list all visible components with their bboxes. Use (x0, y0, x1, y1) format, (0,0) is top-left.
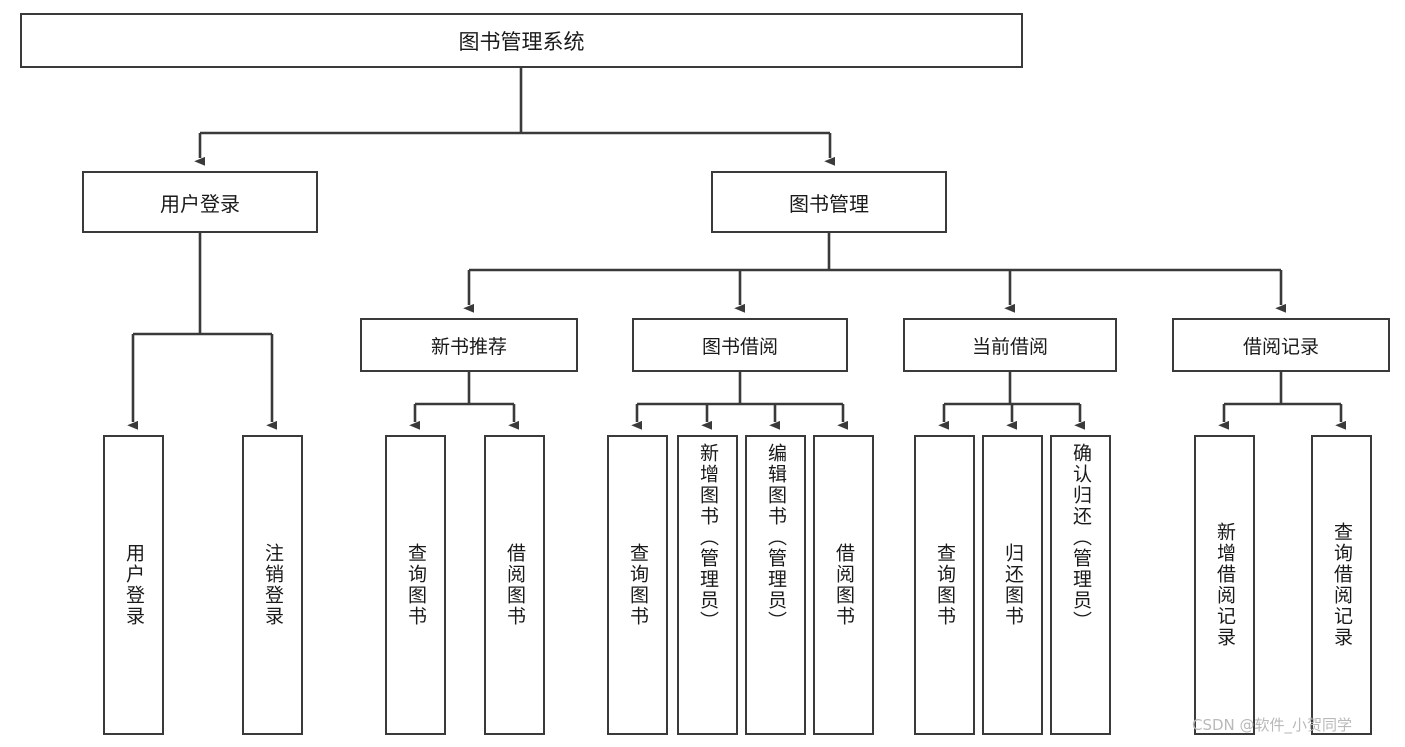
node-label: 图书管理 (789, 191, 869, 216)
node-label: 查询借阅记录 (1331, 522, 1353, 648)
leaf-add-borrow-record[interactable]: 新增借阅记录 (1194, 435, 1255, 735)
node-book-management[interactable]: 图书管理 (711, 171, 947, 233)
node-new-book-recommend[interactable]: 新书推荐 (360, 318, 578, 372)
leaf-query-book-borrow[interactable]: 查询图书 (607, 435, 668, 735)
node-root-system[interactable]: 图书管理系统 (20, 13, 1023, 68)
node-label: 确认归还（管理员） (1070, 443, 1092, 632)
node-label: 用户登录 (160, 191, 240, 216)
leaf-borrow-book-recommend[interactable]: 借阅图书 (484, 435, 545, 735)
node-label: 借阅记录 (1242, 335, 1319, 358)
node-label: 借阅图书 (833, 543, 855, 627)
leaf-query-book-current[interactable]: 查询图书 (914, 435, 975, 735)
node-current-borrow[interactable]: 当前借阅 (903, 318, 1117, 372)
node-label: 查询图书 (405, 543, 427, 627)
leaf-edit-book-admin[interactable]: 编辑图书（管理员） (745, 435, 806, 735)
node-label: 图书管理系统 (458, 29, 585, 54)
leaf-add-book-admin[interactable]: 新增图书（管理员） (677, 435, 738, 735)
node-user-login[interactable]: 用户登录 (82, 171, 318, 233)
node-label: 编辑图书（管理员） (765, 443, 787, 632)
node-label: 图书借阅 (701, 335, 778, 358)
node-book-borrow[interactable]: 图书借阅 (632, 318, 848, 372)
leaf-return-book[interactable]: 归还图书 (982, 435, 1043, 735)
node-borrow-record[interactable]: 借阅记录 (1172, 318, 1390, 372)
leaf-query-book-recommend[interactable]: 查询图书 (385, 435, 446, 735)
watermark-text: CSDN @软件_小贺同学 (1192, 716, 1353, 734)
leaf-query-borrow-record[interactable]: 查询借阅记录 (1311, 435, 1372, 735)
node-label: 新增图书（管理员） (697, 443, 719, 632)
node-label: 新增借阅记录 (1214, 522, 1236, 648)
node-label: 当前借阅 (971, 335, 1048, 358)
leaf-borrow-book[interactable]: 借阅图书 (813, 435, 874, 735)
node-label: 借阅图书 (504, 543, 526, 627)
node-label: 新书推荐 (430, 335, 507, 358)
node-label: 查询图书 (934, 543, 956, 627)
leaf-user-logout[interactable]: 注销登录 (242, 435, 303, 735)
node-label: 用户登录 (123, 543, 145, 627)
node-label: 归还图书 (1002, 543, 1024, 627)
node-label: 查询图书 (627, 543, 649, 627)
leaf-confirm-return-admin[interactable]: 确认归还（管理员） (1050, 435, 1111, 735)
node-label: 注销登录 (262, 543, 284, 627)
leaf-user-login[interactable]: 用户登录 (103, 435, 164, 735)
